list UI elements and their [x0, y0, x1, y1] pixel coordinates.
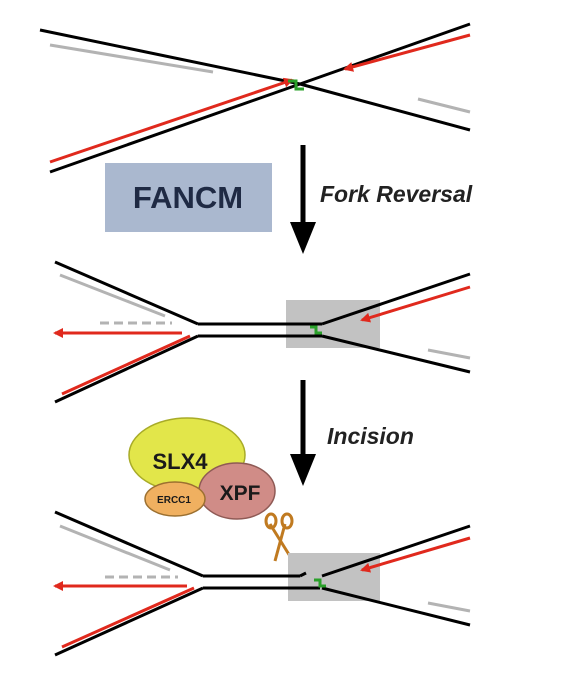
lesion-mark [310, 325, 322, 335]
nascent-strand-left [61, 586, 195, 649]
strand-bottom-right [321, 586, 471, 627]
incision-label: Incision [327, 423, 414, 449]
nascent-strand-left [49, 77, 294, 164]
strand-top-right [299, 22, 471, 86]
lesion-mark [314, 578, 326, 588]
step-incision: Incision [290, 380, 414, 486]
strand-top-left [54, 510, 204, 578]
nascent-strand-left [61, 334, 191, 396]
gap-strand-bottom-right [427, 601, 471, 613]
strand-bottom-right [321, 334, 471, 374]
fork-reversal-label: Fork Reversal [320, 181, 473, 207]
gap-strand-top-left [49, 43, 214, 74]
ercc1-label: ERCC1 [157, 495, 191, 506]
strand-bottom-left [54, 586, 204, 657]
gap-strand-top-left [59, 273, 166, 318]
nascent-strand-right [360, 536, 471, 573]
strand-bottom-left [54, 334, 199, 404]
fancm-box [105, 163, 272, 232]
gap-strand-top-left [59, 524, 171, 572]
nascent-strand-right [360, 285, 471, 323]
nascent-strand-right [343, 33, 471, 72]
slx4-label: SLX4 [152, 449, 208, 474]
lesion-mark [288, 79, 304, 91]
fancm-label: FANCM [133, 180, 243, 215]
slx4-xpf-ercc1-complex: SLX4 XPF ERCC1 [128, 417, 276, 520]
down-arrow-icon-head [290, 222, 316, 254]
ercc1-protein [144, 481, 206, 517]
strand-top-right [321, 272, 471, 326]
gap-strand-bottom-right [427, 348, 471, 360]
strand-top-left [54, 260, 199, 326]
fancm-label-box: FANCM [105, 163, 272, 232]
incised-flap [299, 571, 307, 578]
strand-bottom-left [49, 82, 301, 174]
gap-strand-bottom-right [417, 97, 471, 114]
step-fork-reversal: Fork Reversal [290, 145, 473, 254]
down-arrow-icon-head [290, 454, 316, 486]
panel-incised-fork [53, 510, 471, 657]
strand-top-left [39, 28, 301, 86]
strand-top-right [321, 524, 471, 578]
xpf-label: XPF [220, 482, 261, 505]
panel-stalled-forks [39, 22, 471, 174]
panel-reversed-fork [53, 260, 471, 404]
strand-bottom-right [299, 82, 471, 132]
